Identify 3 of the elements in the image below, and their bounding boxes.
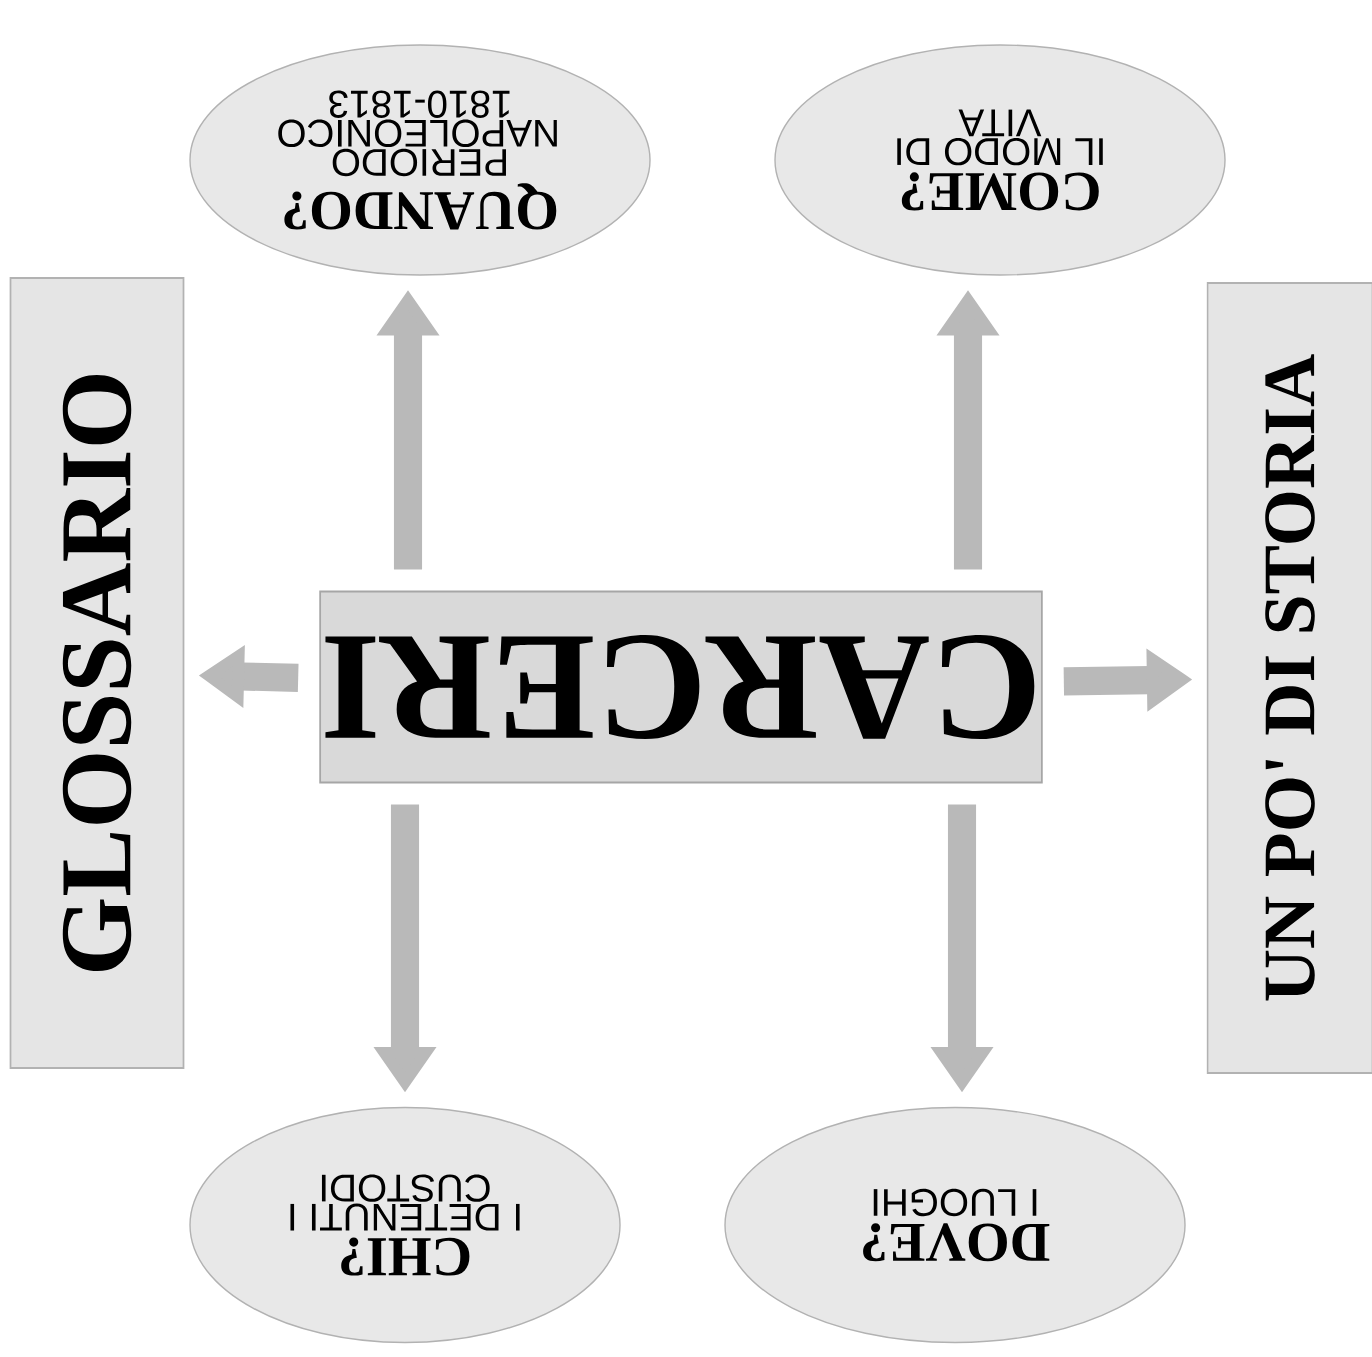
center-box: CARCERI <box>319 590 1043 784</box>
side-panel: UN PO' DI STORIA <box>1206 282 1372 1074</box>
side-panel: GLOSSARIO <box>9 277 185 1069</box>
